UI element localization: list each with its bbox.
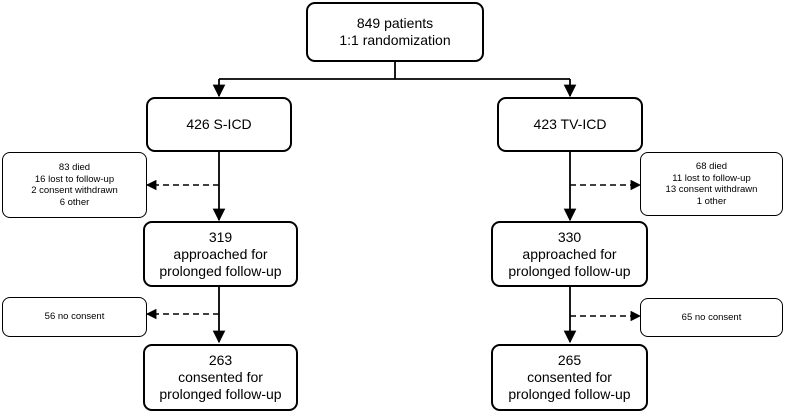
tv-icd-arm-box: 423 TV-ICD (497, 97, 643, 152)
no-consent-label: 56 no consent (44, 311, 105, 323)
approached-line: prolonged follow-up (508, 262, 631, 279)
tv-icd-consented-box: 265 consented for prolonged follow-up (491, 344, 648, 411)
excluded-line: 1 other (696, 195, 727, 207)
consented-line: prolonged follow-up (159, 386, 282, 402)
excluded-line: 6 other (59, 196, 90, 208)
consented-line: consented for (178, 369, 263, 385)
s-icd-arm-label: 426 S-ICD (186, 116, 252, 132)
approached-line: approached for (173, 245, 268, 262)
s-icd-no-consent-box: 56 no consent (2, 297, 147, 337)
s-icd-consented-box: 263 consented for prolonged follow-up (143, 344, 298, 411)
s-icd-approached-box: 319 approached for prolonged follow-up (143, 221, 298, 287)
excluded-line: 2 consent withdrawn (31, 185, 118, 196)
consented-count: 265 (557, 352, 582, 368)
randomization-count: 849 patients (356, 15, 434, 31)
approached-count: 330 (557, 228, 582, 245)
excluded-line: 83 died (58, 162, 91, 173)
no-consent-label: 65 no consent (681, 311, 742, 323)
approached-count: 319 (208, 228, 233, 245)
approached-line: prolonged follow-up (159, 262, 282, 279)
randomization-ratio: 1:1 randomization (339, 32, 451, 48)
consented-count: 263 (208, 352, 233, 368)
consented-line: prolonged follow-up (508, 386, 631, 402)
tv-icd-excluded-box: 68 died 11 lost to follow-up 13 consent … (640, 152, 783, 216)
excluded-line: 11 lost to follow-up (672, 172, 751, 184)
consented-line: consented for (527, 369, 612, 385)
tv-icd-arm-label: 423 TV-ICD (533, 116, 607, 132)
approached-line: approached for (522, 245, 617, 262)
excluded-line: 68 died (695, 161, 728, 172)
randomization-box: 849 patients 1:1 randomization (306, 2, 484, 62)
tv-icd-no-consent-box: 65 no consent (640, 298, 783, 337)
excluded-line: 16 lost to follow-up (34, 173, 115, 185)
excluded-line: 13 consent withdrawn (665, 184, 758, 195)
s-icd-arm-box: 426 S-ICD (146, 97, 292, 152)
s-icd-excluded-box: 83 died 16 lost to follow-up 2 consent w… (2, 152, 147, 218)
tv-icd-approached-box: 330 approached for prolonged follow-up (491, 221, 648, 287)
